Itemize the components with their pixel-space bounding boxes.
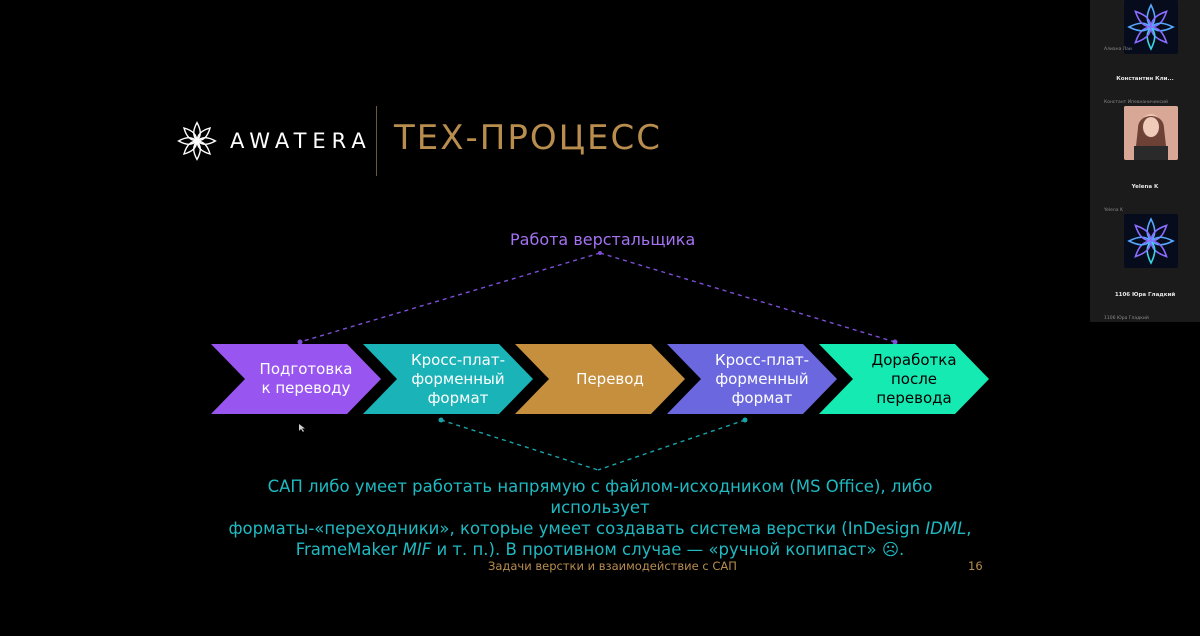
participant-caption: Констант Ипевнаничинсий bbox=[1104, 100, 1168, 105]
participant-photo[interactable] bbox=[1124, 106, 1178, 160]
participant-avatar[interactable] bbox=[1124, 214, 1178, 268]
participant-name: Константин Кли... bbox=[1116, 76, 1174, 82]
process-step-3: Перевод bbox=[515, 344, 687, 414]
flower-logo-icon bbox=[177, 121, 217, 161]
typesetter-work-label: Работа верстальщика bbox=[510, 230, 696, 249]
chevron-shape bbox=[211, 344, 381, 414]
slide-footer: Задачи верстки и взаимодействие с САП bbox=[488, 559, 737, 573]
person-photo bbox=[1124, 106, 1178, 160]
participant-caption: Алиана Лаи bbox=[1104, 47, 1132, 52]
logo-wordmark: AWATERA bbox=[230, 129, 372, 153]
participant-avatar[interactable] bbox=[1124, 0, 1178, 54]
slide-title: ТЕХ-ПРОЦЕСС bbox=[394, 118, 663, 158]
sap-explanation-note: САП либо умеет работать напрямую с файло… bbox=[228, 477, 972, 559]
chevron-shape bbox=[819, 344, 989, 414]
participant-caption: Yelena K bbox=[1104, 208, 1123, 213]
title-divider bbox=[376, 106, 377, 176]
process-step-label: Перевод bbox=[576, 369, 644, 388]
participant-name: Yelena K bbox=[1131, 184, 1159, 190]
chevron-shape bbox=[515, 344, 685, 414]
chevron-shape bbox=[363, 344, 533, 414]
page-number: 16 bbox=[968, 559, 983, 573]
mouse-cursor-icon bbox=[299, 424, 305, 432]
connector-lines bbox=[297, 251, 898, 471]
participants-panel: Алиана Лаи Константин Кли... Констант Ип… bbox=[1090, 0, 1200, 322]
participant-name: 1106 Юра Гладкий bbox=[1114, 292, 1176, 298]
awatera-logo: AWATERA bbox=[176, 118, 372, 164]
presentation-slide: AWATERA ТЕХ-ПРОЦЕСС Работа верстальщика … bbox=[176, 106, 991, 573]
chevron-shape bbox=[667, 344, 837, 414]
participant-caption: 1106 Юра Гладкий bbox=[1104, 316, 1149, 321]
flower-logo-icon bbox=[1127, 3, 1175, 51]
flower-logo-icon bbox=[1127, 217, 1175, 265]
